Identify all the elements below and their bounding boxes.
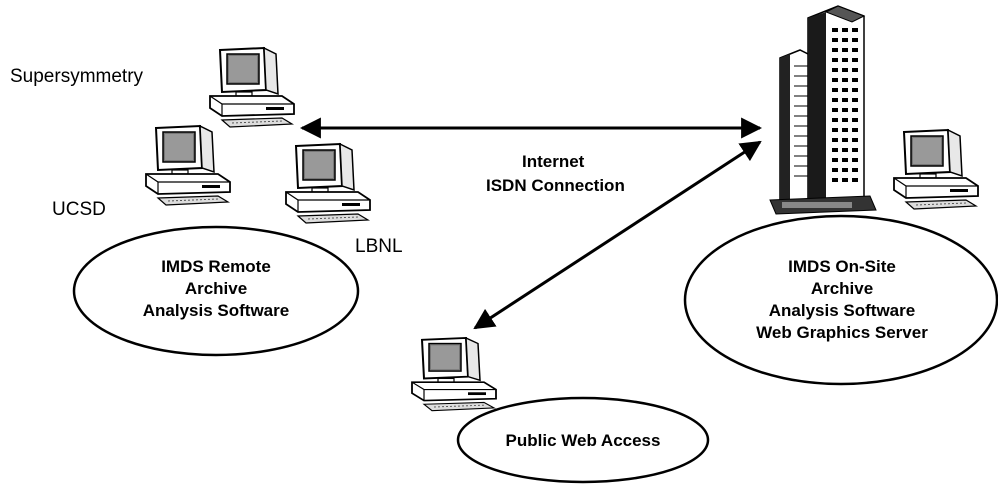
public-access-text: Public Web Access — [463, 430, 703, 452]
onsite-archive: Archive — [810, 279, 874, 298]
computer-icon — [209, 47, 295, 128]
computer-icon — [145, 125, 231, 206]
computer-icon — [893, 129, 979, 210]
remote-analysis: Analysis Software — [142, 301, 290, 320]
public-access-ellipse — [456, 396, 710, 484]
ucsd-label: UCSD — [52, 199, 106, 220]
isdn-label: ISDN Connection — [486, 176, 625, 195]
onsite-analysis: Analysis Software — [768, 301, 916, 320]
public-connection-arrow — [473, 140, 762, 330]
office-building-icon — [769, 5, 877, 215]
onsite-text: IMDS On-Site Archive Analysis Software W… — [712, 256, 972, 344]
onsite-title: IMDS On-Site — [788, 257, 896, 276]
computer-icon — [411, 337, 497, 412]
remote-archive: Archive — [184, 279, 248, 298]
public-access-label: Public Web Access — [505, 431, 661, 450]
internet-label: Internet — [522, 152, 585, 171]
remote-title: IMDS Remote — [161, 257, 271, 276]
supersymmetry-label: Supersymmetry — [10, 66, 144, 87]
computer-icon — [285, 143, 371, 224]
onsite-web-server: Web Graphics Server — [756, 323, 928, 342]
remote-site-ellipse — [72, 225, 360, 357]
remote-site-text: IMDS Remote Archive Analysis Software — [96, 256, 336, 322]
lbnl-label: LBNL — [355, 236, 403, 257]
